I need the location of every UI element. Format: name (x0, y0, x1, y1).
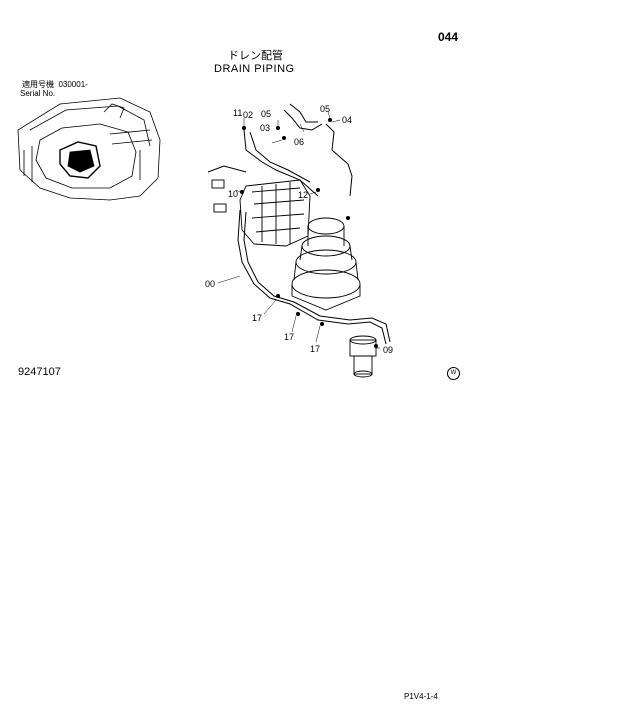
leader-lines (217, 111, 380, 349)
callout-label: 05 (261, 109, 271, 119)
callout-label: 05 (320, 104, 330, 114)
revision-mark: W (447, 367, 460, 380)
title-english: DRAIN PIPING (214, 63, 295, 75)
callout-label: 11 (233, 108, 242, 118)
drain-hoses (207, 103, 391, 345)
title-japanese: ドレン配管 (228, 50, 283, 62)
serial-label-en: Serial No. (20, 89, 56, 98)
serial-range: 適用号機 030001- (22, 79, 88, 90)
callout-label: 17 (284, 332, 294, 342)
callout-label: 04 (342, 115, 352, 125)
fittings (240, 118, 378, 348)
callout-label: 03 (260, 123, 270, 133)
center-joint (349, 335, 377, 378)
machine-overview-sketch (17, 97, 161, 201)
callout-label: 10 (228, 189, 238, 199)
footer-code: P1V4-1-4 (404, 692, 438, 701)
callout-label: 02 (243, 110, 253, 120)
serial-label-jp: 適用号機 (22, 80, 54, 89)
control-valve (211, 179, 311, 247)
callout-label: 00 (205, 279, 215, 289)
callout-label: 12 (298, 190, 308, 200)
callout-label: 17 (310, 344, 320, 354)
callout-label: 17 (252, 313, 262, 323)
callout-label: 09 (383, 345, 393, 355)
page-number: 044 (438, 30, 459, 44)
figure-number: 9247107 (18, 366, 61, 378)
serial-value: 030001- (58, 80, 88, 89)
callout-labels: 11 02 05 06 05 04 03 10 12 00 17 17 17 0… (205, 104, 393, 355)
callout-label: 06 (294, 137, 304, 147)
swing-motor (291, 217, 361, 311)
